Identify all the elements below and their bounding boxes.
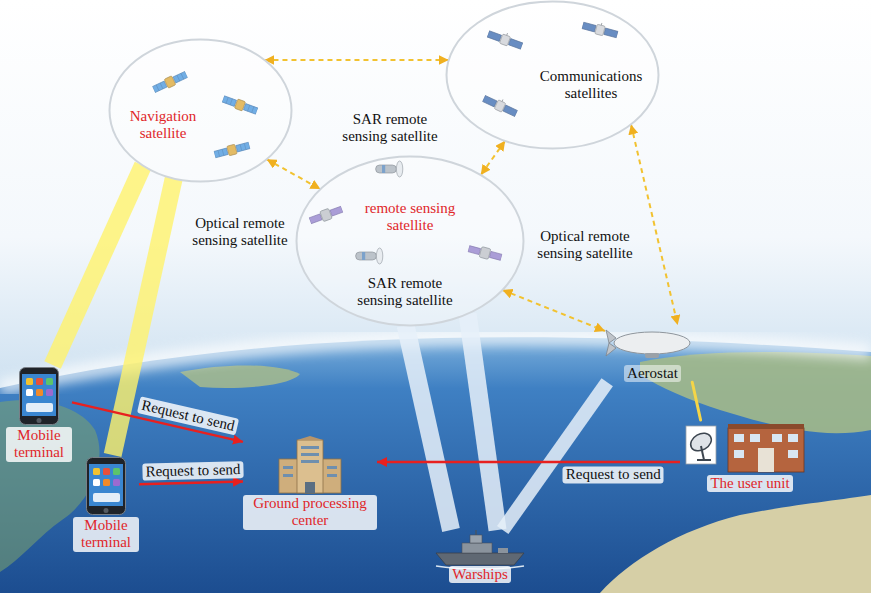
- window: [772, 434, 782, 442]
- building-door: [305, 482, 315, 493]
- dashed-link-arrow: [502, 290, 605, 331]
- icon-space: [73, 455, 139, 517]
- window-row: [301, 446, 319, 449]
- sensing-beam: [503, 382, 607, 530]
- center-node: Ground processing center: [243, 435, 377, 530]
- group-ellipse: [110, 40, 292, 182]
- window: [750, 434, 760, 442]
- icon-space: [605, 325, 700, 365]
- ship-turret: [498, 548, 508, 553]
- window-row: [301, 460, 319, 463]
- processing-center-building: [279, 436, 341, 493]
- satellite-label: Optical remote sensing satellite: [529, 228, 641, 263]
- mobile-phone-icon: [20, 368, 59, 425]
- group-ellipse: [297, 157, 524, 326]
- dashed-link-arrow: [631, 124, 678, 325]
- aerostat-envelope: [614, 332, 690, 354]
- group-ellipse: [447, 2, 659, 149]
- node-label: Mobile terminal: [6, 427, 72, 462]
- building-tower: [297, 440, 323, 493]
- satellite-group-ellipse: Communications satellites: [445, 0, 660, 150]
- icon-space: [243, 435, 377, 495]
- edge-label: Request to send: [563, 466, 664, 483]
- window: [734, 434, 744, 442]
- dashed-link-arrow: [264, 59, 448, 61]
- satellite-label: SAR remote sensing satellite: [334, 111, 446, 146]
- warship-icon: [436, 530, 524, 569]
- ship-superstructure: [462, 543, 492, 553]
- icon-space: [430, 530, 530, 566]
- satellite-label: SAR remote sensing satellite: [349, 275, 461, 310]
- request-arrow: [377, 461, 680, 464]
- relay-line: [692, 382, 700, 420]
- ship-bridge: [470, 535, 482, 543]
- warship-node: Warships: [430, 530, 530, 583]
- group-title: remote sensing satellite: [355, 200, 465, 235]
- sensing-beam: [468, 314, 498, 530]
- dashed-link-arrow: [481, 141, 505, 175]
- window-row: [283, 474, 293, 477]
- node-label: Ground processing center: [243, 495, 377, 530]
- dish-backdrop: [686, 426, 716, 464]
- building-roof: [297, 436, 323, 440]
- node-label: Mobile terminal: [73, 517, 139, 552]
- dish-stand: [701, 446, 704, 460]
- group-title: Navigation satellite: [123, 108, 203, 143]
- icon-space: [6, 365, 72, 427]
- edge-label: Request to send: [142, 461, 243, 481]
- user-unit-node: The user unit: [680, 420, 820, 492]
- landmass: [600, 495, 871, 593]
- island: [180, 365, 300, 388]
- node-label: Warships: [449, 566, 510, 583]
- dashed-link-arrow: [267, 159, 321, 189]
- aerostat-icon: [606, 330, 690, 358]
- window: [734, 450, 744, 458]
- building-roof: [728, 424, 804, 429]
- dish-base: [697, 459, 711, 461]
- satellite-group-ellipse: Navigation satellite: [108, 38, 293, 183]
- node-label: The user unit: [707, 475, 792, 492]
- window-row: [283, 466, 293, 469]
- sensing-beam: [406, 325, 451, 530]
- ship-hull: [436, 553, 524, 565]
- user-unit-building: [728, 424, 804, 472]
- aerostat-gondola: [645, 353, 659, 358]
- navigation-beam: [53, 166, 143, 365]
- building-facade: [728, 428, 804, 472]
- satellite-label: Optical remote sensing satellite: [184, 215, 296, 250]
- window: [788, 450, 798, 458]
- entrance: [758, 448, 774, 472]
- terminal-node: Mobile terminal: [6, 365, 72, 462]
- icon-space: [680, 420, 820, 475]
- window-row: [327, 474, 337, 477]
- window-row: [301, 453, 319, 456]
- window: [788, 434, 798, 442]
- mobile-phone-icon: [87, 458, 126, 515]
- terminal-node: Mobile terminal: [73, 455, 139, 552]
- request-arrow: [139, 481, 243, 484]
- ship-mast: [475, 530, 476, 535]
- satellite-dish: [686, 426, 716, 464]
- group-title: Communications satellites: [530, 68, 652, 103]
- aerostat-node: Aerostat: [605, 325, 700, 382]
- window-row: [327, 466, 337, 469]
- node-label: Aerostat: [624, 365, 681, 382]
